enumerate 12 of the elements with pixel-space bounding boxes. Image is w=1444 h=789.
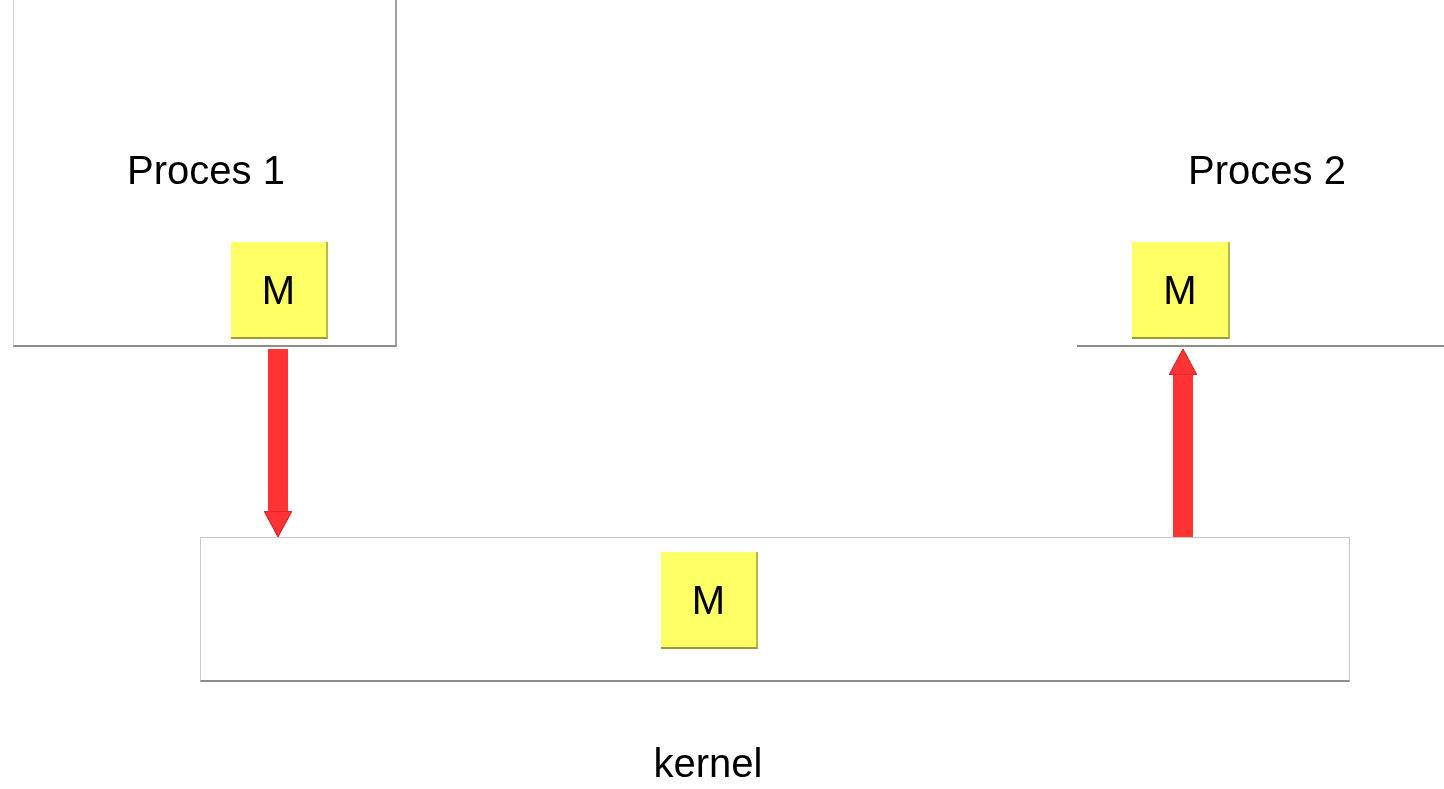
process-label: Proces 1 [126, 150, 286, 190]
process-box [13, 0, 397, 347]
kernel-label: kernel [652, 743, 764, 783]
message-label: M [261, 269, 296, 310]
block-arrow [263, 349, 293, 538]
message-box [1132, 242, 1230, 339]
message-label: M [1163, 269, 1197, 310]
message-label: M [691, 579, 726, 620]
block-arrow [1168, 348, 1198, 537]
process-label: Proces 2 [1187, 150, 1347, 190]
message-box [231, 242, 328, 339]
message-box [661, 552, 758, 649]
